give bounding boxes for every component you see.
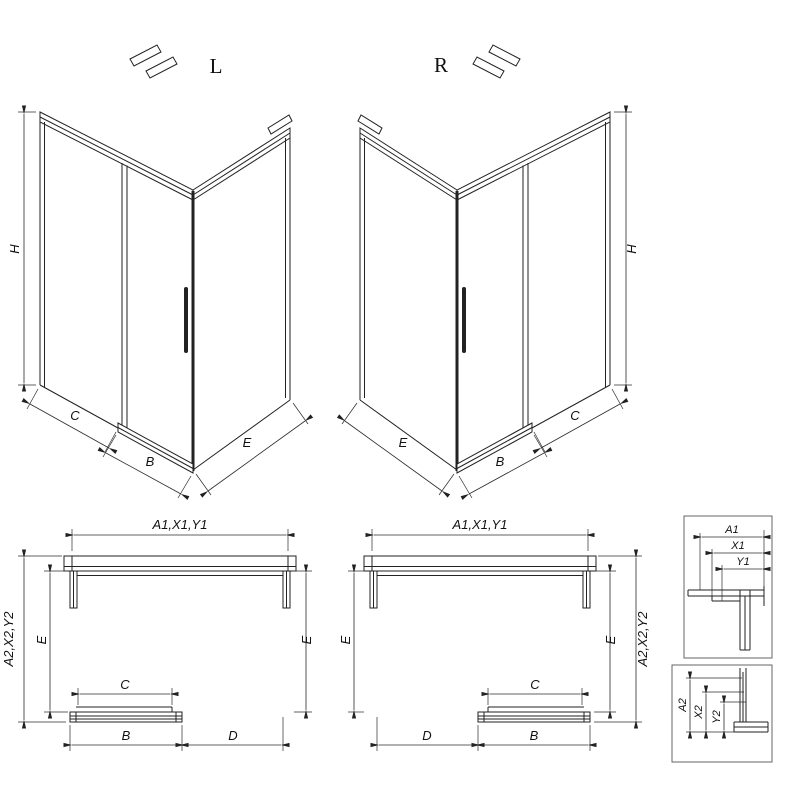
- return-panel-glass: [192, 128, 291, 471]
- dim-label-a2x2y2: A2,X2,Y2: [1, 611, 16, 668]
- dimension-height: H: [614, 105, 639, 392]
- dimension-a1: A1: [693, 524, 771, 590]
- dim-label-e-right: E: [299, 635, 314, 644]
- front-panel-glass: [39, 112, 119, 429]
- dim-label-a1x1y1: A1,X1,Y1: [152, 517, 208, 532]
- dim-label-c: C: [530, 677, 540, 692]
- dimension-depth-left: E: [34, 564, 68, 719]
- back-panel-plan: [63, 555, 297, 576]
- back-panel-plan: [363, 555, 597, 576]
- dimension-depth-outer: A2,X2,Y2: [1, 549, 66, 729]
- return-panel-glass: [359, 128, 458, 471]
- view-label-left: L: [210, 54, 223, 78]
- plan-view-right: A1,X1,Y1 E E: [338, 517, 650, 751]
- dim-label-b: B: [146, 454, 155, 469]
- dim-label-e: E: [399, 435, 408, 450]
- dimension-fixed-panel: C: [21, 388, 118, 454]
- dim-label-c: C: [120, 677, 130, 692]
- door-rail-plan: [69, 706, 183, 723]
- dimension-x1: X1: [705, 540, 771, 596]
- dimension-door-rail: B: [63, 725, 189, 751]
- dim-label-h: H: [624, 244, 639, 254]
- side-wall-profiles: [369, 570, 591, 609]
- wall-bracket-icons: [357, 44, 521, 135]
- dim-label-h: H: [7, 244, 22, 254]
- dimension-door-rail: B: [471, 725, 597, 751]
- dim-label-d: D: [422, 728, 431, 743]
- top-rail-front: [456, 111, 611, 201]
- dimension-return-panel: E: [195, 402, 314, 498]
- top-rail-front: [39, 111, 194, 201]
- top-rail-return: [359, 127, 458, 201]
- dimension-depth-outer: A2,X2,Y2: [594, 549, 650, 729]
- dimension-door-panel: C: [71, 677, 179, 705]
- plan-view-left: A1,X1,Y1 E A2,X2,Y2: [1, 517, 314, 751]
- dimension-y2: Y2: [711, 695, 746, 739]
- dim-label-a1x1y1: A1,X1,Y1: [452, 517, 508, 532]
- detail-view-top: A1 X1 Y1: [683, 515, 773, 659]
- dim-label-e-left: E: [338, 635, 353, 644]
- dimension-x2: X2: [693, 685, 744, 739]
- dimension-width-top: A1,X1,Y1: [65, 517, 295, 551]
- detail-view-bottom: A2 X2 Y2: [671, 664, 773, 763]
- dimension-a2: A2: [677, 671, 742, 739]
- iso-view-left: H C B E L: [7, 44, 314, 500]
- dimension-width-top: A1,X1,Y1: [365, 517, 595, 551]
- dimension-depth-left: E: [338, 564, 366, 719]
- profile-section: [686, 668, 769, 733]
- side-wall-profiles: [69, 570, 291, 609]
- view-label-right: R: [434, 53, 448, 77]
- dim-label-b: B: [122, 728, 131, 743]
- dimension-return-panel: E: [336, 402, 455, 498]
- dimension-opening: D: [370, 717, 485, 751]
- dim-label-d: D: [228, 728, 237, 743]
- dim-label-y2: Y2: [711, 710, 723, 723]
- dim-label-e-right: E: [603, 635, 618, 644]
- dim-label-x1: X1: [730, 540, 744, 552]
- dimension-depth-right: E: [292, 564, 314, 719]
- dim-label-y1: Y1: [736, 556, 749, 568]
- dim-label-e: E: [243, 435, 252, 450]
- dimension-depth-right: E: [594, 564, 618, 719]
- dimension-door: B: [97, 434, 192, 500]
- dimension-fixed-panel: C: [532, 388, 629, 454]
- dim-label-b: B: [496, 454, 505, 469]
- top-rail-return: [192, 127, 291, 201]
- dim-label-c: C: [570, 408, 580, 423]
- sliding-door: [117, 163, 194, 474]
- dim-label-x2: X2: [693, 705, 705, 719]
- dimension-height: H: [7, 105, 36, 392]
- dimension-door: B: [458, 434, 553, 500]
- dim-label-a1: A1: [724, 524, 738, 536]
- door-rail-plan: [477, 706, 591, 723]
- profile-section: [687, 586, 765, 651]
- iso-view-right: H C B E R: [336, 44, 639, 500]
- dimension-opening: D: [175, 717, 290, 751]
- dimension-door-panel: C: [481, 677, 589, 705]
- front-panel-glass: [531, 112, 611, 429]
- dim-label-a2: A2: [677, 698, 689, 712]
- dim-label-b: B: [530, 728, 539, 743]
- dim-label-a2x2y2: A2,X2,Y2: [635, 611, 650, 668]
- sliding-door: [456, 163, 533, 474]
- dim-label-e-left: E: [34, 635, 49, 644]
- wall-bracket-icons: [129, 44, 293, 135]
- dimension-y1: Y1: [715, 556, 771, 601]
- dim-label-c: C: [70, 408, 80, 423]
